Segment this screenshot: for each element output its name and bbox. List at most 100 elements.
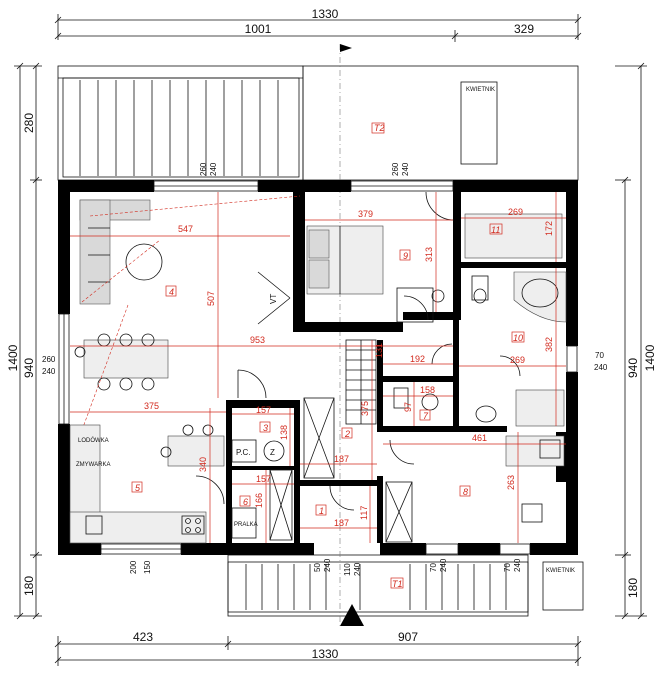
left-top-dim: 280 xyxy=(22,113,36,133)
dim-269b: 269 xyxy=(510,355,525,365)
dim-187b: 187 xyxy=(334,518,349,528)
left-dimensions: 1400 280 940 180 xyxy=(6,62,42,620)
toilet-icon xyxy=(471,275,489,301)
shower xyxy=(515,389,565,427)
pralka-label: PRALKA xyxy=(234,522,258,528)
pillow-1 xyxy=(308,229,330,259)
outer-walls xyxy=(58,180,578,555)
room-t1-label: T1 xyxy=(392,579,403,589)
opening-7-a: 110 xyxy=(343,563,352,576)
room-5-label: 5 xyxy=(135,483,141,493)
left-bottom-dim: 180 xyxy=(22,576,36,596)
dim-547: 547 xyxy=(178,224,193,234)
kitchen-island xyxy=(167,435,225,467)
opening-3-a: 260 xyxy=(42,355,56,364)
dim-953: 953 xyxy=(250,335,265,345)
pillow-2 xyxy=(308,259,330,289)
top-total-dim: 1330 xyxy=(312,7,339,21)
zmywarka-label: ZMYWARKA xyxy=(76,462,110,468)
sofa-side xyxy=(79,199,111,305)
wardrobe xyxy=(396,287,434,323)
room-1-label: 1 xyxy=(319,506,324,516)
dim-382: 382 xyxy=(544,337,554,352)
top-dimensions: 1330 1001 329 xyxy=(54,7,582,42)
wardrobe-room xyxy=(464,213,563,259)
opening-3-b: 240 xyxy=(42,367,56,376)
vt-marker: VT xyxy=(257,271,291,325)
vt-label: VT xyxy=(269,294,278,304)
lodowka-label: LODÓWKA xyxy=(78,437,109,444)
opening-8-a: 70 xyxy=(429,563,438,572)
opening-5-a: 200 xyxy=(129,560,138,574)
washbasin-icon xyxy=(475,405,497,423)
dim-269a: 269 xyxy=(508,207,523,217)
kitchen-counter-bottom xyxy=(69,511,207,544)
room-10-label: 10 xyxy=(513,333,523,343)
bottom-dimensions: 423 907 1330 xyxy=(54,630,582,666)
coffee-table xyxy=(125,243,163,281)
entrance-arrow-icon xyxy=(340,604,364,626)
room-9-label: 9 xyxy=(403,251,408,261)
dim-340: 340 xyxy=(198,457,208,472)
dim-263: 263 xyxy=(506,475,516,490)
sink-icon xyxy=(85,515,103,535)
dim-157a: 157 xyxy=(256,405,271,415)
chair xyxy=(521,503,543,523)
inner-dimensions: 547 507 953 375 340 379 313 269 172 269 … xyxy=(70,192,566,543)
dim-313: 313 xyxy=(424,247,434,262)
doors xyxy=(195,191,521,511)
room-8-furniture xyxy=(505,435,565,523)
cooktop-icon xyxy=(181,515,205,535)
dim-187a: 187 xyxy=(334,454,349,464)
room-3-label: 3 xyxy=(263,423,268,433)
room-2-label: 2 xyxy=(344,429,350,439)
opening-1-a: 260 xyxy=(199,162,208,176)
opening-9-a: 70 xyxy=(503,563,512,572)
bottom-left-dim: 423 xyxy=(133,630,153,644)
room-4-label: 4 xyxy=(169,287,174,297)
storage-crosses xyxy=(269,397,413,543)
bedroom-furniture xyxy=(306,225,445,323)
bottom-terrace: KWIETNIK T1 xyxy=(227,554,584,626)
top-terrace xyxy=(57,65,304,181)
stairs xyxy=(345,339,377,425)
opening-4-a: 70 xyxy=(595,351,604,360)
top-right-dim: 329 xyxy=(514,22,534,36)
dim-158: 158 xyxy=(420,385,435,395)
desk xyxy=(505,435,565,467)
z-label: Z xyxy=(270,448,275,457)
left-total-dim: 1400 xyxy=(6,344,20,371)
left-mid-dim: 940 xyxy=(22,358,36,378)
windows xyxy=(58,180,578,555)
dim-379: 379 xyxy=(358,209,373,219)
dim-117: 117 xyxy=(359,506,369,520)
utility-furniture: P.C. Z PRALKA xyxy=(231,439,285,539)
opening-6-a: 50 xyxy=(313,563,322,572)
opening-2-a: 260 xyxy=(391,162,400,176)
bathroom-furniture xyxy=(464,213,567,427)
right-total-dim: 1400 xyxy=(643,344,657,371)
section-line xyxy=(339,44,352,626)
dim-375a: 375 xyxy=(144,401,159,411)
opening-6-b: 240 xyxy=(323,558,332,572)
room-t2-label: T2 xyxy=(374,123,385,133)
pc-label: P.C. xyxy=(236,448,251,457)
opening-9-b: 240 xyxy=(513,558,522,572)
room-6-label: 6 xyxy=(243,497,248,507)
kitchen-furniture: LODÓWKA ZMYWARKA xyxy=(69,424,225,544)
room-7-label: 7 xyxy=(423,411,429,421)
dim-172: 172 xyxy=(544,221,554,236)
kwietnik-bottom-label: KWIETNIK xyxy=(546,568,575,574)
opening-4-b: 240 xyxy=(594,363,608,372)
dim-461: 461 xyxy=(472,433,487,443)
opening-2-b: 240 xyxy=(401,162,410,176)
right-dimensions: 1400 940 180 xyxy=(615,62,657,620)
opening-8-b: 240 xyxy=(439,558,448,572)
dim-375b: 375 xyxy=(360,401,370,416)
dim-507: 507 xyxy=(206,291,216,306)
top-left-dim: 1001 xyxy=(245,22,272,36)
kwietnik-top-label: KWIETNIK xyxy=(466,87,495,93)
opening-7-b: 240 xyxy=(353,562,362,576)
right-bottom-dim: 180 xyxy=(626,578,640,598)
